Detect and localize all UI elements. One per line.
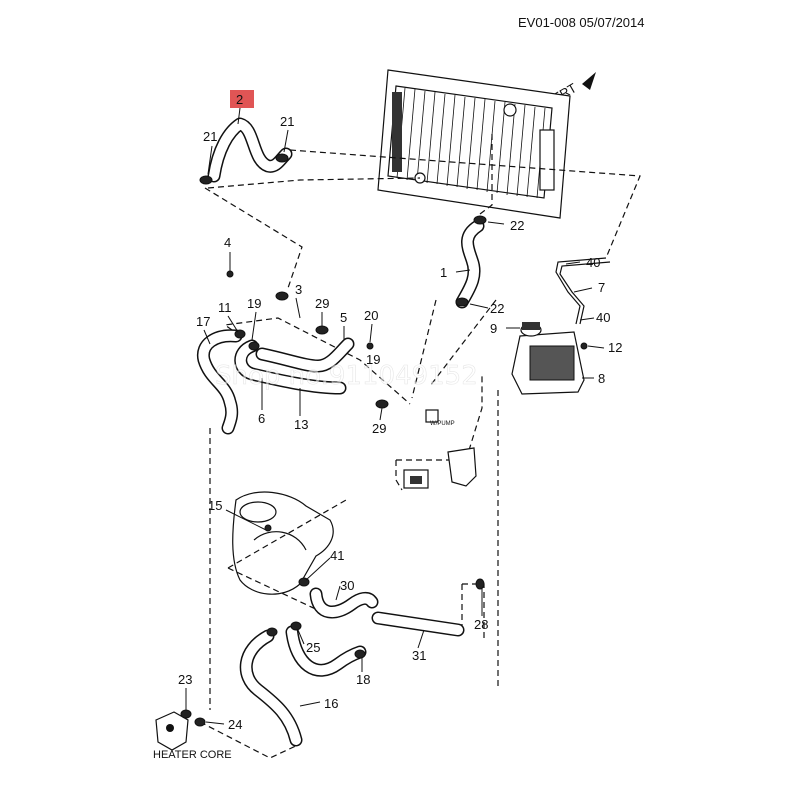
- callout-22-lower: 22: [490, 301, 504, 316]
- callout-24: 24: [228, 717, 242, 732]
- heater-core-caption: HEATER CORE: [153, 749, 232, 761]
- hose-bypass: [234, 337, 355, 395]
- callout-17: 17: [196, 314, 210, 329]
- callout-9: 9: [490, 321, 497, 336]
- callout-8: 8: [598, 371, 605, 386]
- hose-heater-inlet: [196, 329, 243, 435]
- callout-13: 13: [294, 417, 308, 432]
- callout-leaders: [185, 107, 605, 725]
- radiator: [377, 69, 571, 219]
- callout-15: 15: [208, 498, 222, 513]
- callout-3: 3: [295, 282, 302, 297]
- callout-7: 7: [598, 280, 605, 295]
- callout-4: 4: [224, 235, 231, 250]
- connection-guides: [199, 134, 641, 759]
- callout-19-lower: 19: [366, 352, 380, 367]
- callout-6: 6: [258, 411, 265, 426]
- callout-30: 30: [340, 578, 354, 593]
- callout-11: 11: [218, 300, 232, 315]
- callout-25: 25: [306, 640, 320, 655]
- callout-40-upper: 40: [586, 255, 600, 270]
- callout-1: 1: [440, 265, 447, 280]
- callout-40-lower: 40: [596, 310, 610, 325]
- callout-18: 18: [356, 672, 370, 687]
- callout-29-lower: 29: [372, 421, 386, 436]
- callout-31: 31: [412, 648, 426, 663]
- front-arrow-icon: [582, 72, 596, 90]
- callout-21-left: 21: [203, 129, 217, 144]
- hose-clamps: [180, 153, 588, 727]
- callout-12: 12: [608, 340, 622, 355]
- hose-upper-radiator: [207, 117, 293, 183]
- heater-core: [155, 711, 189, 751]
- hose-throttle: [309, 587, 379, 619]
- callout-23: 23: [178, 672, 192, 687]
- callout-41: 41: [330, 548, 344, 563]
- water-pump-tag: W/PUMP: [430, 421, 455, 427]
- pipe-return: [371, 611, 465, 637]
- water-pump: [403, 409, 477, 489]
- callout-22-upper: 22: [510, 218, 524, 233]
- hose-heater-outlet: [239, 625, 367, 747]
- coolant-reservoir: [511, 322, 585, 395]
- hose-overflow: [555, 257, 611, 325]
- callout-29-upper: 29: [315, 296, 329, 311]
- callout-19-upper: 19: [247, 296, 261, 311]
- callout-20: 20: [364, 308, 378, 323]
- engine-outline: [232, 491, 334, 595]
- callout-21-right: 21: [280, 114, 294, 129]
- callout-16: 16: [324, 696, 338, 711]
- header-code-date: EV01-008 05/07/2014: [518, 15, 645, 30]
- highlight-box-part-2: [230, 90, 254, 108]
- callout-2: 2: [236, 92, 243, 107]
- callout-28: 28: [474, 617, 488, 632]
- hose-lower-radiator: [455, 219, 485, 309]
- callout-5: 5: [340, 310, 347, 325]
- watermark-text: Shop no.911049152: [215, 361, 478, 391]
